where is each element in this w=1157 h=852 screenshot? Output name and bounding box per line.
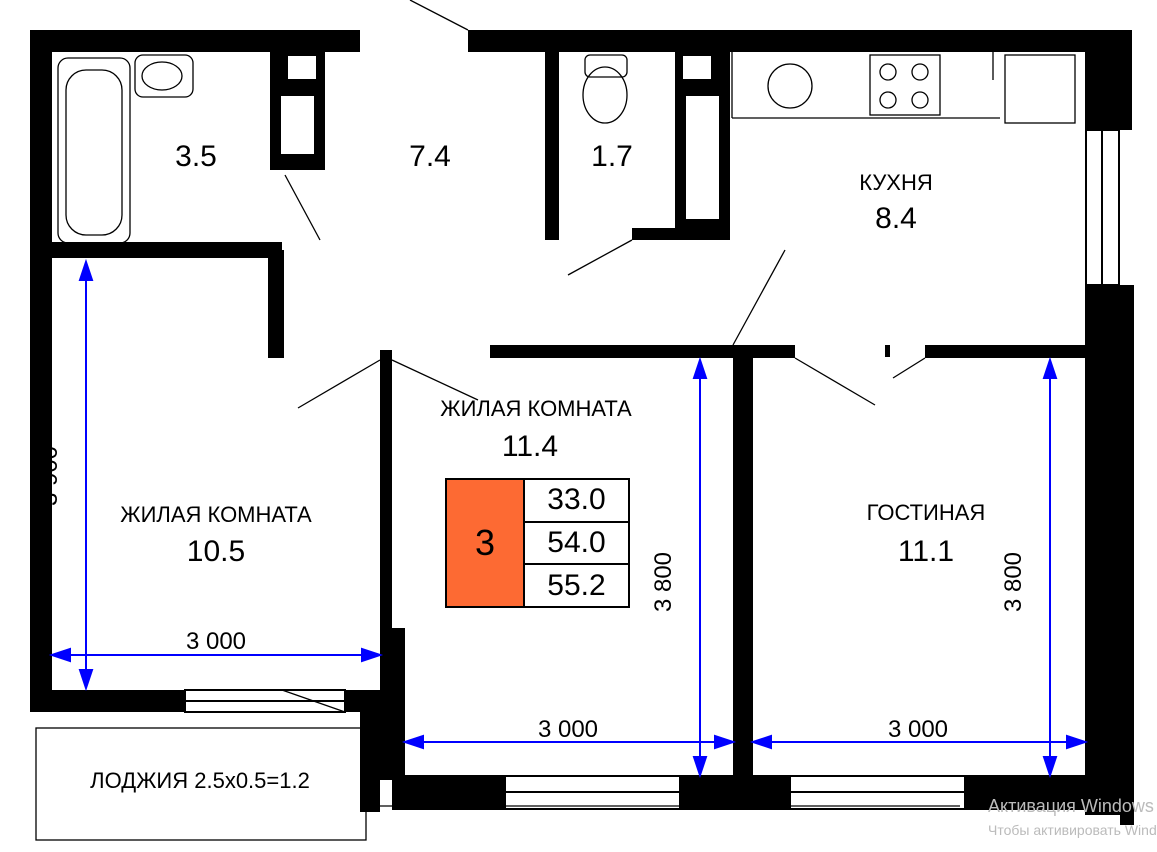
- bedroom-left-area: 10.5: [186, 535, 246, 568]
- shafts: [279, 54, 721, 221]
- bedroom-middle-label: ЖИЛАЯ КОМНАТА: [440, 396, 632, 421]
- total-with-loggia-value: 55.2: [547, 568, 606, 602]
- loggia-outline: [35, 727, 960, 841]
- total-area-value: 54.0: [525, 523, 628, 566]
- living-room-area: 11.1: [897, 535, 955, 568]
- bathroom-area: 3.5: [175, 140, 217, 173]
- middle-height-dimension: 3 800: [650, 551, 678, 613]
- windows: [184, 129, 1120, 810]
- watermark-subtitle: Чтобы активировать Windows: [988, 822, 1157, 838]
- right-height-dimension: 3 800: [1000, 551, 1028, 613]
- living-room-label: ГОСТИНАЯ: [866, 500, 986, 525]
- left-width-dimension: 3 000: [185, 628, 247, 655]
- room-count-badge: 3: [447, 480, 525, 606]
- middle-width-dimension: 3 000: [537, 716, 599, 743]
- bedroom-left-label: ЖИЛАЯ КОМНАТА: [120, 502, 312, 527]
- toilet-area: 1.7: [591, 140, 633, 173]
- left-height-dimension: 3 900: [36, 445, 64, 507]
- apartment-summary: 3 33.0 54.0 55.2: [445, 478, 630, 608]
- right-width-dimension: 3 000: [887, 716, 949, 743]
- hall-area: 7.4: [409, 140, 451, 173]
- dimension-lines: [48, 258, 1089, 779]
- doors: [281, 0, 926, 713]
- fixtures: [57, 52, 1076, 244]
- bedroom-middle-area: 11.4: [501, 430, 559, 463]
- kitchen-area: 8.4: [875, 202, 917, 235]
- kitchen-label: КУХНЯ: [859, 170, 933, 195]
- watermark-title: Активация Windows: [988, 796, 1154, 816]
- loggia-label: ЛОДЖИЯ 2.5x0.5=1.2: [90, 768, 310, 793]
- living-area-value: 33.0: [525, 480, 628, 523]
